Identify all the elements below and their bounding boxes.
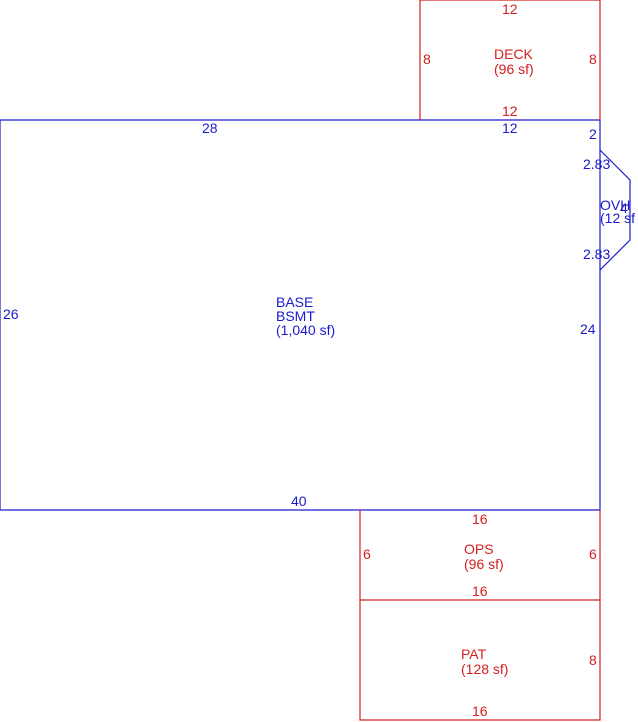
- ops-dim-top: 16: [472, 511, 488, 527]
- deck-dim-left: 8: [423, 51, 431, 67]
- ovh-dim-upper: 2.83: [583, 156, 610, 172]
- deck-dim-top: 12: [502, 1, 518, 17]
- deck-dim-right: 8: [589, 51, 597, 67]
- pat-label-line2: (128 sf): [461, 661, 508, 677]
- deck-dim-bottom: 12: [502, 103, 518, 119]
- pat-outline: [359, 600, 601, 721]
- ops-dim-left: 6: [363, 546, 371, 562]
- pat-label-line1: PAT: [461, 646, 487, 662]
- base-dim-left: 26: [3, 306, 19, 322]
- deck-label-line2: (96 sf): [494, 61, 534, 77]
- base-dim-bottom: 40: [291, 493, 307, 509]
- ops-outline: [359, 510, 601, 601]
- pat-dim-bottom: 16: [472, 703, 488, 719]
- ops-dim-right: 6: [589, 546, 597, 562]
- ops-label-line2: (96 sf): [464, 556, 504, 572]
- ovh-label-line1: OVH: [600, 197, 630, 213]
- ovh-dim-lower: 2.83: [583, 246, 610, 262]
- ovh-outline: [599, 149, 631, 271]
- ops-dim-bottom: 16: [472, 583, 488, 599]
- base-label-line2: BSMT: [276, 308, 315, 324]
- deck-label-line1: DECK: [494, 46, 534, 62]
- base-dim-right-top: 2: [589, 126, 597, 142]
- pat-dim-right: 8: [589, 652, 597, 668]
- deck-outline: [419, 0, 601, 120]
- base-dim-right: 24: [580, 321, 596, 337]
- base-dim-top: 28: [202, 120, 218, 136]
- base-outline: [0, 119, 601, 511]
- ops-label-line1: OPS: [464, 541, 494, 557]
- base-label-line1: BASE: [276, 294, 313, 310]
- base-dim-top-right: 12: [502, 120, 518, 136]
- ovh-dim-side: 4: [620, 200, 628, 216]
- ovh-label-line2: (12 sf: [600, 210, 635, 226]
- base-label-line3: (1,040 sf): [276, 322, 335, 338]
